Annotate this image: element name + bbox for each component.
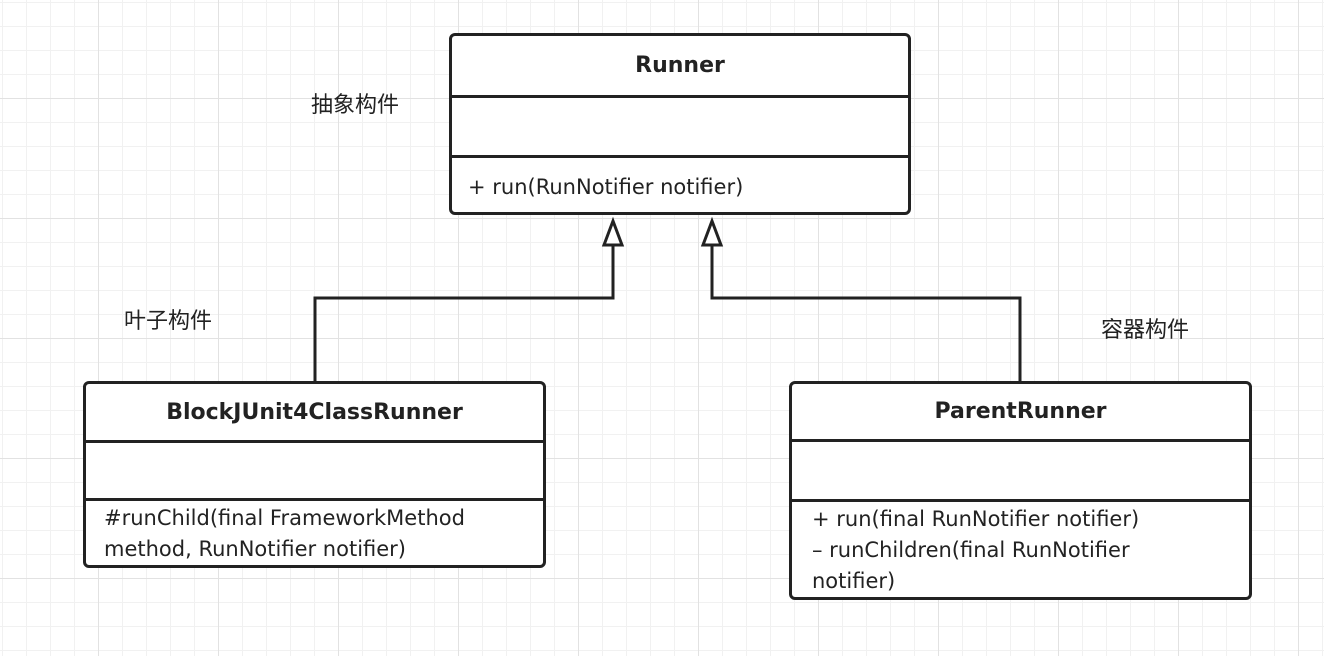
attributes-compartment (792, 442, 1249, 502)
operation: #runChild(final FrameworkMethod method, … (104, 506, 465, 561)
operations-compartment: #runChild(final FrameworkMethod method, … (86, 501, 543, 565)
class-name: BlockJUnit4ClassRunner (86, 384, 543, 444)
operations-compartment: + run(RunNotifier notifier) (452, 158, 908, 203)
class-blockjunit4classrunner[interactable]: BlockJUnit4ClassRunner #runChild(final F… (83, 381, 546, 568)
operation: + run(RunNotifier notifier) (468, 175, 744, 199)
inheritance-arrowhead-left (601, 216, 625, 247)
edge-block-to-runner[interactable] (313, 245, 615, 381)
label-abstract-component: 抽象构件 (311, 93, 400, 118)
label-container-component: 容器构件 (1101, 318, 1190, 343)
inheritance-arrowhead-right (700, 216, 724, 247)
edge-parent-to-runner[interactable] (710, 245, 1022, 381)
class-name: Runner (452, 36, 908, 98)
attributes-compartment (452, 98, 908, 158)
label-leaf-component: 叶子构件 (124, 309, 213, 334)
class-runner[interactable]: Runner + run(RunNotifier notifier) (449, 33, 911, 215)
operations-compartment: + run(final RunNotifier notifier) – runC… (792, 502, 1249, 597)
attributes-compartment (86, 443, 543, 501)
operation: – runChildren(final RunNotifier notifier… (812, 538, 1130, 593)
class-name: ParentRunner (792, 384, 1249, 443)
operation: + run(final RunNotifier notifier) (812, 507, 1140, 531)
class-parentrunner[interactable]: ParentRunner + run(final RunNotifier not… (789, 381, 1252, 600)
